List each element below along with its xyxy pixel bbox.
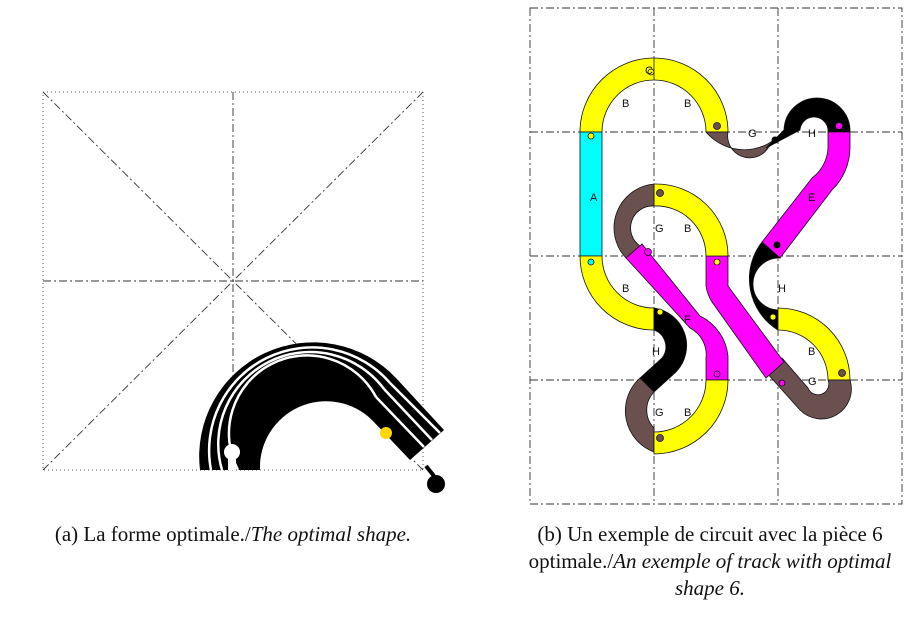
caption-b: (b) Un exemple de circuit avec la pièce … [502,521,918,602]
piece-brown-lower [624,377,655,453]
caption-b-italic: An exemple of track with optimal shape 6… [613,549,892,600]
optimal-track-piece [199,342,445,493]
piece-magenta-mid [705,255,785,379]
label-b-center: B [684,223,691,235]
piece-magenta-right [761,131,851,259]
label-b-top-left: B [622,98,629,110]
caption-a: (a) La forme optimale./The optimal shape… [20,521,446,548]
piece-brown-right [765,357,852,420]
piece-black-lower [639,307,688,393]
piece-yellow-center [653,183,729,257]
label-e: E [808,192,815,204]
caption-a-main: (a) La forme optimale./ [54,522,251,546]
label-f: F [684,314,691,326]
connector-dots [587,68,846,442]
label-b-right: B [808,346,815,358]
label-g-lower: G [655,407,664,419]
example-circuit-panel: C B B G H A E G B B H F H B G G B [529,7,903,505]
label-g-center: G [655,223,664,235]
label-b-top-right: B [684,98,691,110]
label-a: A [590,192,598,204]
label-h-top: H [808,128,816,140]
label-h-lower: H [652,346,660,358]
optimal-shape-panel [42,91,445,493]
label-h-mid: H [778,283,786,295]
piece-black-mid [748,241,782,331]
label-g-top: G [748,128,757,140]
caption-a-italic: The optimal shape. [250,522,412,546]
label-c: C [645,65,653,77]
label-b-left: B [622,283,629,295]
label-b-bottom: B [684,407,691,419]
piece-black-top [765,97,851,149]
piece-brown-center [613,183,655,259]
label-g-right: G [808,376,817,388]
piece-yellow-bottom [653,379,729,455]
piece-magenta-left [625,243,729,381]
caption-b-main: (b) Un exemple de circuit avec la pièce … [528,522,883,573]
piece-top-yellow [579,57,729,133]
piece-brown-top [705,129,785,159]
